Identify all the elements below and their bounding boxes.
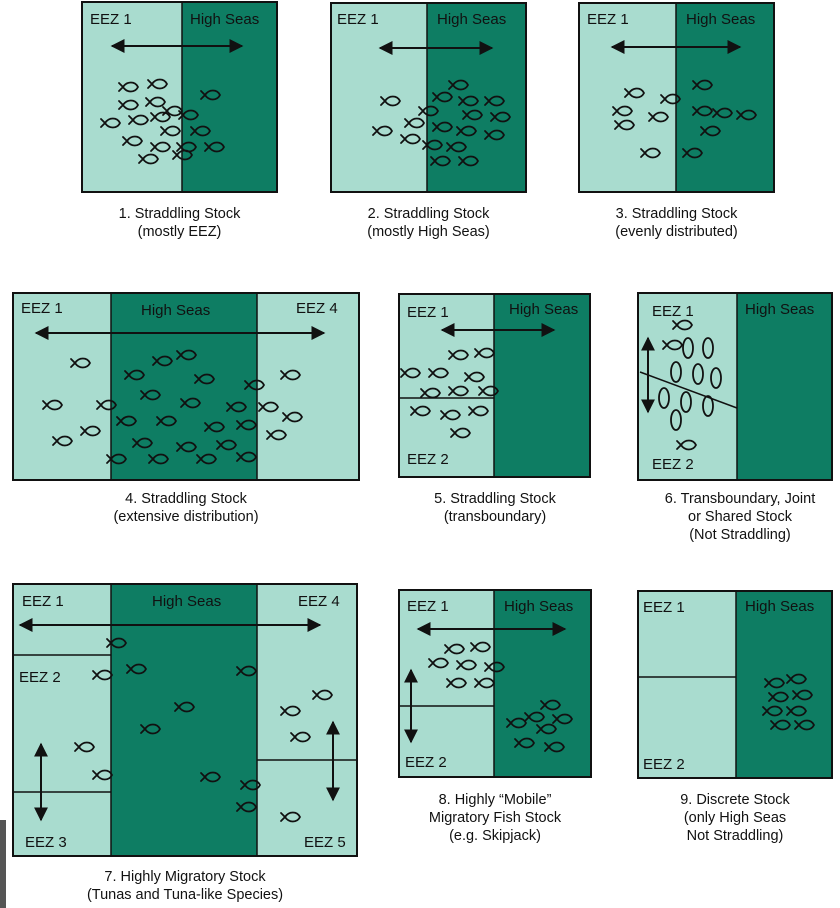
label-high-seas: High Seas xyxy=(504,598,573,615)
label-eez1: EEZ 1 xyxy=(587,11,629,28)
zone-high-seas xyxy=(494,590,591,777)
caption-panel-4: 4. Straddling Stock (extensive distribut… xyxy=(66,490,306,526)
label-eez1: EEZ 1 xyxy=(652,303,694,320)
zone-high-seas xyxy=(111,293,257,480)
caption-panel-7: 7. Highly Migratory Stock (Tunas and Tun… xyxy=(40,868,330,904)
label-eez2: EEZ 2 xyxy=(652,456,694,473)
panel-5: EEZ 1 High Seas EEZ 2 xyxy=(399,294,590,477)
label-eez1: EEZ 1 xyxy=(22,593,64,610)
label-eez1: EEZ 1 xyxy=(337,11,379,28)
caption-panel-5: 5. Straddling Stock (transboundary) xyxy=(385,490,605,526)
label-high-seas: High Seas xyxy=(745,301,814,318)
zone-eez1 xyxy=(13,293,111,480)
caption-panel-1: 1. Straddling Stock (mostly EEZ) xyxy=(72,205,287,241)
label-eez2: EEZ 2 xyxy=(643,756,685,773)
label-eez1: EEZ 1 xyxy=(407,598,449,615)
zone-high-seas xyxy=(737,293,832,480)
label-eez1: EEZ 1 xyxy=(90,11,132,28)
label-eez2: EEZ 2 xyxy=(405,754,447,771)
label-eez4: EEZ 4 xyxy=(296,300,338,317)
zone-high-seas xyxy=(676,3,774,192)
label-eez1: EEZ 1 xyxy=(21,300,63,317)
label-eez3: EEZ 3 xyxy=(25,834,67,851)
panel-7: EEZ 1 High Seas EEZ 4 EEZ 2 EEZ 3 EEZ 5 xyxy=(13,584,357,856)
label-eez4: EEZ 4 xyxy=(298,593,340,610)
label-eez5: EEZ 5 xyxy=(304,834,346,851)
panel-1: EEZ 1 High Seas xyxy=(82,2,277,192)
caption-panel-3: 3. Straddling Stock (evenly distributed) xyxy=(569,205,784,241)
panel-8: EEZ 1 High Seas EEZ 2 xyxy=(399,590,591,777)
zone-high-seas xyxy=(494,294,590,477)
zone-eez1 xyxy=(331,3,427,192)
label-high-seas: High Seas xyxy=(152,593,221,610)
zone-eez1 xyxy=(82,2,182,192)
panel-4: EEZ 1 High Seas EEZ 4 xyxy=(13,293,359,480)
zone-eez4 xyxy=(257,293,359,480)
panel-2: EEZ 1 High Seas xyxy=(331,3,526,192)
label-high-seas: High Seas xyxy=(437,11,506,28)
label-high-seas: High Seas xyxy=(745,598,814,615)
label-high-seas: High Seas xyxy=(686,11,755,28)
label-high-seas: High Seas xyxy=(509,301,578,318)
panel-9: EEZ 1 High Seas EEZ 2 xyxy=(638,591,832,778)
panel-6: EEZ 1 High Seas EEZ 2 xyxy=(638,293,832,480)
caption-panel-6: 6. Transboundary, Joint or Shared Stock … xyxy=(640,490,840,544)
zone-eez1 xyxy=(579,3,676,192)
label-high-seas: High Seas xyxy=(141,302,210,319)
zone-high-seas xyxy=(182,2,277,192)
label-eez2: EEZ 2 xyxy=(19,669,61,686)
edge-artifact xyxy=(0,820,6,908)
label-eez1: EEZ 1 xyxy=(643,599,685,616)
caption-panel-9: 9. Discrete Stock (only High Seas Not St… xyxy=(635,791,835,845)
caption-panel-2: 2. Straddling Stock (mostly High Seas) xyxy=(321,205,536,241)
panel-3: EEZ 1 High Seas xyxy=(579,3,774,192)
caption-panel-8: 8. Highly “Mobile” Migratory Fish Stock … xyxy=(385,791,605,845)
label-eez2: EEZ 2 xyxy=(407,451,449,468)
label-high-seas: High Seas xyxy=(190,11,259,28)
label-eez1: EEZ 1 xyxy=(407,304,449,321)
